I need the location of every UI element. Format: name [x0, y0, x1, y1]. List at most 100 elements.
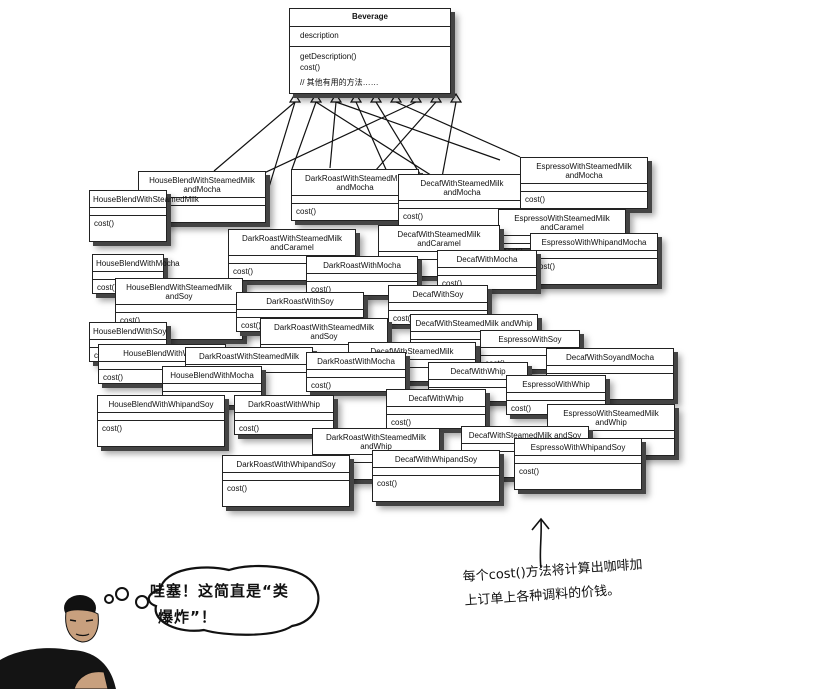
subclass-box: DarkRoastWithSteamedMilk andMocha cost(): [291, 169, 419, 221]
subclass-name: DarkRoastWithMocha: [307, 353, 405, 371]
inheritance-line: [395, 101, 521, 158]
subclass-cost-method: cost(): [97, 283, 117, 293]
subclass-attributes: [292, 196, 418, 205]
subclass-attributes: [521, 184, 647, 193]
inheritance-arrowhead-icon: [288, 92, 302, 103]
subclass-name: DecafWithMocha: [438, 251, 536, 269]
subclass-cost-method: cost(): [94, 219, 114, 229]
subclass-cost-method: cost(): [227, 484, 247, 494]
subclass-attributes: [307, 274, 417, 283]
subclass-name: HouseBlendWithSteamedMilk: [90, 191, 199, 209]
subclass-attributes: [98, 413, 224, 422]
subclass-name: DecafWithSteamedMilk andWhip: [411, 315, 537, 333]
subclass-box: DarkRoastWithWhipandSoy cost(): [222, 455, 350, 507]
subclass-cost-method: cost(): [233, 267, 253, 277]
subclass-box: HouseBlendWithSteamedMilk cost(): [89, 190, 199, 242]
subclass-name: EspressoWithSoy: [481, 331, 579, 349]
subclass-name: DarkRoastWithSteamedMilk andCaramel: [229, 230, 355, 257]
subclass-name: DecafWithSoy: [389, 286, 487, 304]
subclass-name: EspressoWithWhip: [507, 376, 605, 394]
inheritance-arrowhead-icon: [349, 92, 363, 103]
subclass-attributes: [547, 366, 673, 375]
inheritance-arrowhead-icon: [309, 92, 323, 103]
inheritance-line: [355, 101, 389, 175]
subclass-name: HouseBlendWithWhipandSoy: [98, 396, 224, 414]
subclass-name: DecafWithSteamedMilk andMocha: [399, 175, 525, 202]
beverage-attribute: description: [290, 27, 450, 48]
subclass-attributes: [139, 198, 265, 207]
subclass-cost-method: cost(): [103, 373, 123, 383]
subclass-attributes: [429, 380, 527, 389]
subclass-name: DarkRoastWithSteamedMilk andMocha: [292, 170, 418, 197]
inheritance-line: [329, 101, 337, 169]
subclass-name: DarkRoastWithSteamedMilk andSoy: [261, 319, 387, 346]
handwritten-annotation: 每个cost()方法将计算出咖啡加 上订单上各种调料的价钱。: [462, 549, 715, 614]
speech-bubble-text: 哇塞！这简直是“类 爆炸”！: [150, 578, 320, 630]
inheritance-arrowhead-icon: [369, 92, 383, 103]
subclass-cost-method: cost(): [311, 285, 331, 295]
subclass-attributes: [438, 268, 536, 277]
subclass-name: DarkRoastWithSoy: [237, 293, 363, 311]
beverage-class-box: Beverage description getDescription() co…: [289, 8, 451, 94]
inheritance-line: [375, 101, 421, 175]
subclass-name: DecafWithSteamedMilk andCaramel: [379, 226, 499, 253]
subclass-cost-method: cost(): [393, 314, 413, 324]
beverage-comment: // 其他有用的方法……: [300, 78, 379, 88]
subclass-name: HouseBlendWithSoy: [90, 323, 166, 341]
subclass-name: DarkRoastWithWhipandSoy: [223, 456, 349, 474]
inheritance-arrowhead-icon: [429, 92, 443, 103]
subclass-name: HouseBlendWithSteamedMilk andMocha: [139, 172, 265, 199]
subclass-cost-method: cost(): [525, 195, 545, 205]
inheritance-arrowhead-icon: [389, 92, 403, 103]
subclass-name: DarkRoastWithWhip: [235, 396, 333, 414]
subclass-attributes: [229, 256, 355, 265]
thought-dots: [104, 587, 129, 604]
subclass-name: DarkRoastWithSteamedMilk: [186, 348, 312, 366]
subclass-name: HouseBlendWithMocha: [93, 255, 180, 273]
subclass-box: DecafWithMocha cost(): [437, 250, 537, 290]
subclass-attributes: [389, 303, 487, 312]
inheritance-arrowhead-icon: [329, 92, 343, 103]
subclass-name: DecafWithWhipandSoy: [373, 451, 499, 469]
subclass-cost-method: cost(): [519, 467, 539, 477]
subclass-attributes: [116, 305, 242, 314]
subclass-cost-method: cost(): [296, 207, 316, 217]
person-illustration: [0, 595, 116, 689]
subclass-name: EspressoWithSteamedMilk andWhip: [548, 405, 674, 432]
subclass-name: DecafWithSteamedMilk: [349, 343, 475, 361]
subclass-cost-method: cost(): [241, 321, 261, 331]
subclass-attributes: [515, 456, 641, 465]
subclass-attributes: [163, 384, 261, 393]
subclass-cost-method: cost(): [403, 212, 423, 222]
subclass-cost-method: cost(): [102, 424, 122, 434]
subclass-name: DecafWithWhip: [387, 390, 485, 408]
subclass-attributes: [235, 413, 333, 422]
inheritance-arrowhead-icon: [449, 92, 463, 103]
subclass-attributes: [399, 201, 525, 210]
bubble-line-1: 哇塞！这简直是“类: [150, 582, 289, 600]
subclass-box: HouseBlendWithWhipandSoy cost(): [97, 395, 225, 447]
subclass-attributes: [373, 468, 499, 477]
subclass-cost-method: cost(): [391, 418, 411, 428]
thought-bubble: [134, 560, 324, 638]
subclass-attributes: [349, 360, 475, 369]
subclass-name: DecafWithWhip: [429, 363, 527, 381]
subclass-cost-method: cost(): [442, 279, 462, 289]
subclass-name: HouseBlendWithSteamedMilk andSoy: [116, 279, 242, 306]
subclass-attributes: [90, 208, 166, 217]
subclass-attributes: [307, 370, 405, 379]
subclass-cost-method: cost(): [511, 404, 531, 414]
subclass-attributes: [531, 251, 657, 260]
subclass-name: DarkRoastWithMocha: [307, 257, 417, 275]
subclass-attributes: [411, 332, 537, 341]
inheritance-arrowhead-icon: [409, 92, 423, 103]
subclass-box: DecafWithWhip cost(): [386, 389, 486, 429]
inheritance-line: [291, 101, 317, 170]
beverage-method-cost: cost(): [300, 62, 320, 72]
subclass-cost-method: cost(): [120, 316, 140, 326]
